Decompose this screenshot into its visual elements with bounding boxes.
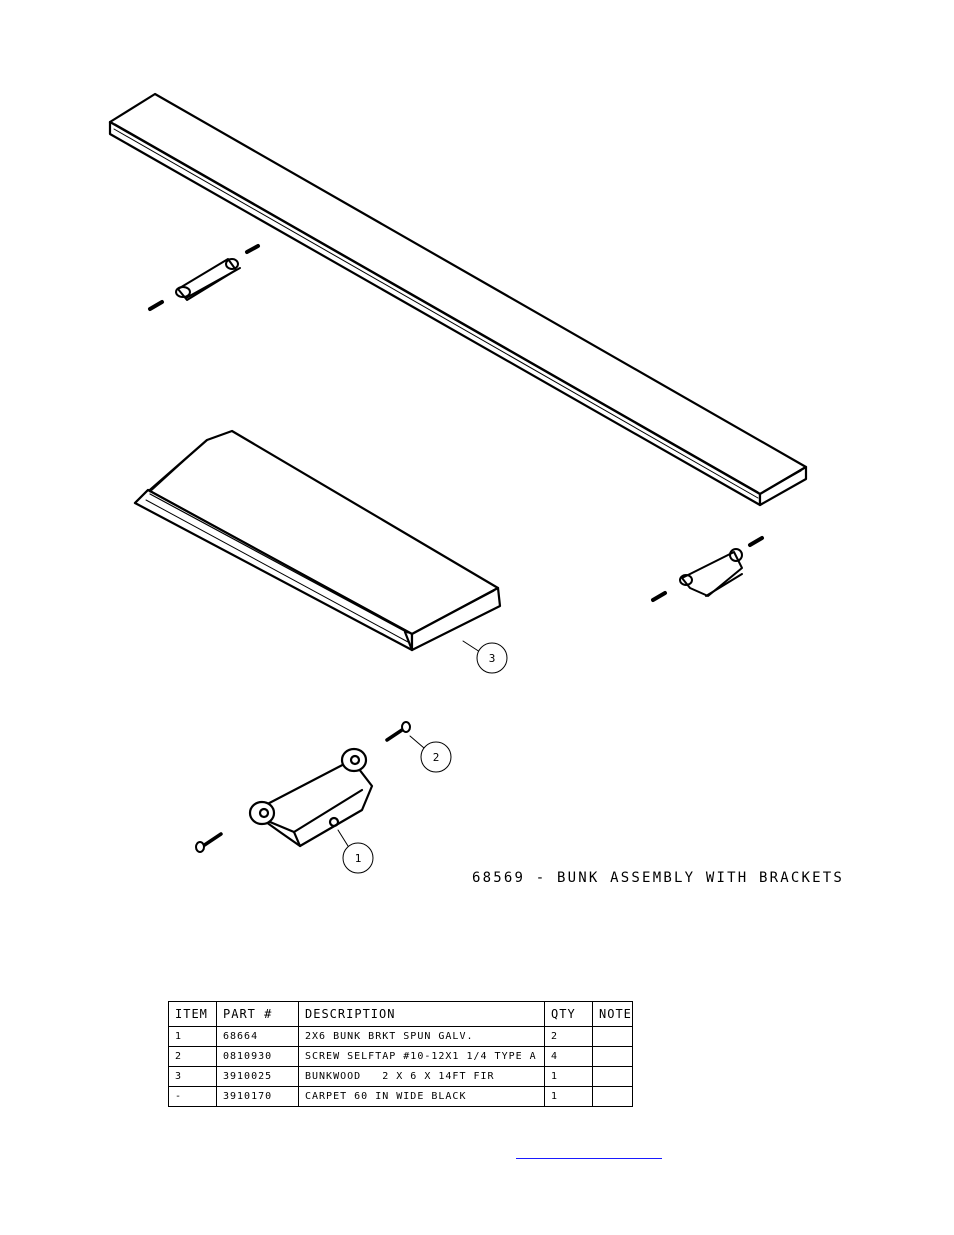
screw-icon <box>195 832 223 853</box>
table-row: 3 3910025 BUNKWOOD 2 X 6 X 14FT FIR 1 <box>168 1066 633 1087</box>
hyperlink-underline[interactable] <box>516 1158 662 1159</box>
bom-part: 68664 <box>216 1026 299 1047</box>
bom-header-row: ITEM PART # DESCRIPTION QTY NOTE <box>168 1001 633 1027</box>
bom-note <box>592 1026 633 1047</box>
bom-part: 0810930 <box>216 1046 299 1067</box>
callout-label: 2 <box>433 751 440 764</box>
callout-label: 1 <box>355 852 362 865</box>
bom-header-item: ITEM <box>168 1001 217 1027</box>
callout-balloon-2: 2 <box>420 741 452 773</box>
bom-part: 3910025 <box>216 1066 299 1087</box>
table-row: 2 0810930 SCREW SELFTAP #10-12X1 1/4 TYP… <box>168 1046 633 1067</box>
bom-description: BUNKWOOD 2 X 6 X 14FT FIR <box>298 1066 545 1087</box>
long-bunk-board <box>108 92 808 507</box>
bom-item: 1 <box>168 1026 217 1047</box>
bracket-upper-left <box>175 258 241 301</box>
bom-header-qty: QTY <box>544 1001 593 1027</box>
bracket-right <box>679 548 743 597</box>
screw-icon <box>748 536 764 547</box>
bom-item: 2 <box>168 1046 217 1067</box>
bom-item: 3 <box>168 1066 217 1087</box>
screw-icon <box>148 300 164 311</box>
bom-qty: 2 <box>544 1026 593 1047</box>
screw-icon <box>651 591 667 602</box>
bom-part: 3910170 <box>216 1086 299 1107</box>
bom-note <box>592 1086 633 1107</box>
drawing-title: 68569 - BUNK ASSEMBLY WITH BRACKETS <box>472 870 845 886</box>
bom-description: SCREW SELFTAP #10-12X1 1/4 TYPE A <box>298 1046 545 1067</box>
bom-header-note: NOTE <box>592 1001 633 1027</box>
screw-icon <box>385 721 411 742</box>
bom-header-description: DESCRIPTION <box>298 1001 545 1027</box>
bom-description: CARPET 60 IN WIDE BLACK <box>298 1086 545 1107</box>
bom-qty: 1 <box>544 1066 593 1087</box>
bom-qty: 1 <box>544 1086 593 1107</box>
bom-item: - <box>168 1086 217 1107</box>
bom-note <box>592 1046 633 1067</box>
leader-lines <box>337 640 481 847</box>
table-row: - 3910170 CARPET 60 IN WIDE BLACK 1 <box>168 1086 633 1107</box>
short-bunk-board <box>133 429 502 652</box>
bom-qty: 4 <box>544 1046 593 1067</box>
table-row: 1 68664 2X6 BUNK BRKT SPUN GALV. 2 <box>168 1026 633 1047</box>
callout-balloon-1: 1 <box>342 842 374 874</box>
bom-description: 2X6 BUNK BRKT SPUN GALV. <box>298 1026 545 1047</box>
bom-header-part: PART # <box>216 1001 299 1027</box>
bill-of-materials: ITEM PART # DESCRIPTION QTY NOTE 1 68664… <box>168 1001 633 1107</box>
bom-note <box>592 1066 633 1087</box>
callout-label: 3 <box>489 652 496 665</box>
screw-icon <box>245 244 260 254</box>
bracket-lower <box>248 747 374 848</box>
callout-balloon-3: 3 <box>476 642 508 674</box>
